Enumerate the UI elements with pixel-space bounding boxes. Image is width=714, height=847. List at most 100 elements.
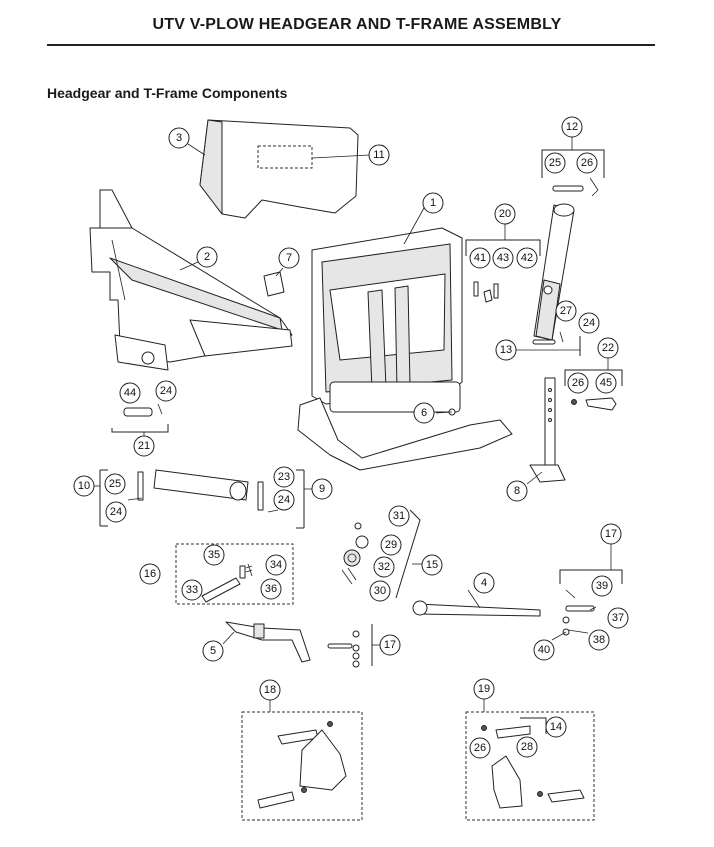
svg-text:28: 28 [521, 741, 533, 753]
callout-28: 28 [516, 736, 538, 758]
section-heading: Headgear and T-Frame Components [47, 85, 288, 101]
svg-text:17: 17 [605, 528, 617, 540]
part-latch-lever [225, 621, 311, 663]
svg-text:9: 9 [319, 483, 325, 495]
callout-29: 29 [380, 534, 402, 556]
callout-3: 3 [168, 127, 190, 149]
callout-13: 13 [495, 339, 517, 361]
svg-text:26: 26 [474, 742, 486, 754]
svg-text:17: 17 [384, 639, 396, 651]
callout-17-middle: 17 [379, 634, 401, 656]
svg-text:24: 24 [160, 385, 172, 397]
svg-text:5: 5 [210, 645, 216, 657]
callout-44: 44 [119, 382, 141, 404]
callout-19: 19 [473, 678, 495, 700]
svg-text:11: 11 [373, 149, 384, 161]
callout-36: 36 [260, 578, 282, 600]
callout-12: 12 [561, 116, 583, 138]
callout-11: 11 [368, 144, 390, 166]
callout-9: 9 [311, 478, 333, 500]
decal-area [257, 145, 313, 169]
part-headgear-frame [297, 227, 513, 471]
callout-43: 43 [492, 247, 514, 269]
bracket-20 [465, 239, 541, 256]
title-rule [47, 44, 655, 46]
part-pin-set-12 [552, 177, 599, 197]
bracket-10 [99, 469, 108, 527]
callout-16: 16 [139, 563, 161, 585]
callout-32: 32 [373, 556, 395, 578]
svg-text:16: 16 [144, 568, 156, 580]
svg-text:44: 44 [124, 387, 136, 399]
callout-33: 33 [181, 579, 203, 601]
bracket-15 [395, 509, 421, 599]
callout-37: 37 [607, 607, 629, 629]
svg-text:45: 45 [600, 377, 612, 389]
group-box-19 [465, 711, 595, 821]
callout-25-b: 25 [104, 473, 126, 495]
svg-text:42: 42 [521, 252, 533, 264]
group-box-16 [175, 543, 294, 605]
svg-text:27: 27 [560, 305, 572, 317]
svg-text:34: 34 [270, 559, 282, 571]
svg-text:39: 39 [596, 580, 608, 592]
svg-text:36: 36 [265, 583, 277, 595]
callout-10: 10 [73, 475, 95, 497]
part-t-frame [89, 189, 293, 371]
svg-text:29: 29 [385, 539, 397, 551]
svg-text:15: 15 [426, 559, 438, 571]
callout-24-d: 24 [273, 489, 295, 511]
callout-26-a: 26 [576, 152, 598, 174]
svg-text:24: 24 [583, 317, 595, 329]
svg-text:18: 18 [264, 684, 276, 696]
svg-text:12: 12 [566, 121, 578, 133]
callout-2: 2 [196, 246, 218, 268]
part-hardware-17-middle [327, 630, 360, 668]
svg-text:32: 32 [378, 561, 390, 573]
svg-text:10: 10 [78, 480, 90, 492]
svg-text:4: 4 [481, 577, 487, 589]
svg-text:21: 21 [138, 440, 150, 452]
callout-38: 38 [588, 629, 610, 651]
callout-1: 1 [422, 192, 444, 214]
callout-20: 20 [494, 203, 516, 225]
svg-text:40: 40 [538, 644, 550, 656]
svg-text:24: 24 [110, 506, 122, 518]
callout-17-right: 17 [600, 523, 622, 545]
part-hydraulic-ram [533, 203, 575, 341]
svg-text:26: 26 [581, 157, 593, 169]
part-trip-arm [412, 600, 541, 617]
callout-22: 22 [597, 337, 619, 359]
svg-text:3: 3 [176, 132, 182, 144]
part-stand [529, 377, 566, 483]
callout-34: 34 [265, 554, 287, 576]
bracket-12 [541, 149, 605, 178]
bracket-17-right [559, 569, 623, 584]
callout-39: 39 [591, 575, 613, 597]
part-pin-set-22 [571, 397, 617, 411]
callout-14: 14 [545, 716, 567, 738]
callout-24-c: 24 [105, 501, 127, 523]
svg-text:25: 25 [109, 478, 121, 490]
callout-31: 31 [388, 505, 410, 527]
part-latch-parts-16 [201, 563, 253, 603]
svg-text:13: 13 [500, 344, 512, 356]
part-cover-hood [199, 119, 359, 219]
svg-text:7: 7 [286, 252, 292, 264]
callout-21: 21 [133, 435, 155, 457]
svg-text:33: 33 [186, 584, 198, 596]
bracket-22 [564, 369, 623, 386]
bracket-9 [296, 469, 305, 529]
callout-35: 35 [203, 544, 225, 566]
svg-text:25: 25 [549, 157, 561, 169]
part-pin-set-21 [123, 403, 163, 417]
svg-text:1: 1 [430, 197, 436, 209]
callout-30: 30 [369, 580, 391, 602]
part-bracket-kit-19 [481, 725, 585, 809]
svg-text:23: 23 [278, 471, 290, 483]
svg-text:35: 35 [208, 549, 220, 561]
bracket-21 [111, 424, 169, 433]
callout-15: 15 [421, 554, 443, 576]
svg-text:22: 22 [602, 342, 614, 354]
svg-text:31: 31 [393, 510, 405, 522]
